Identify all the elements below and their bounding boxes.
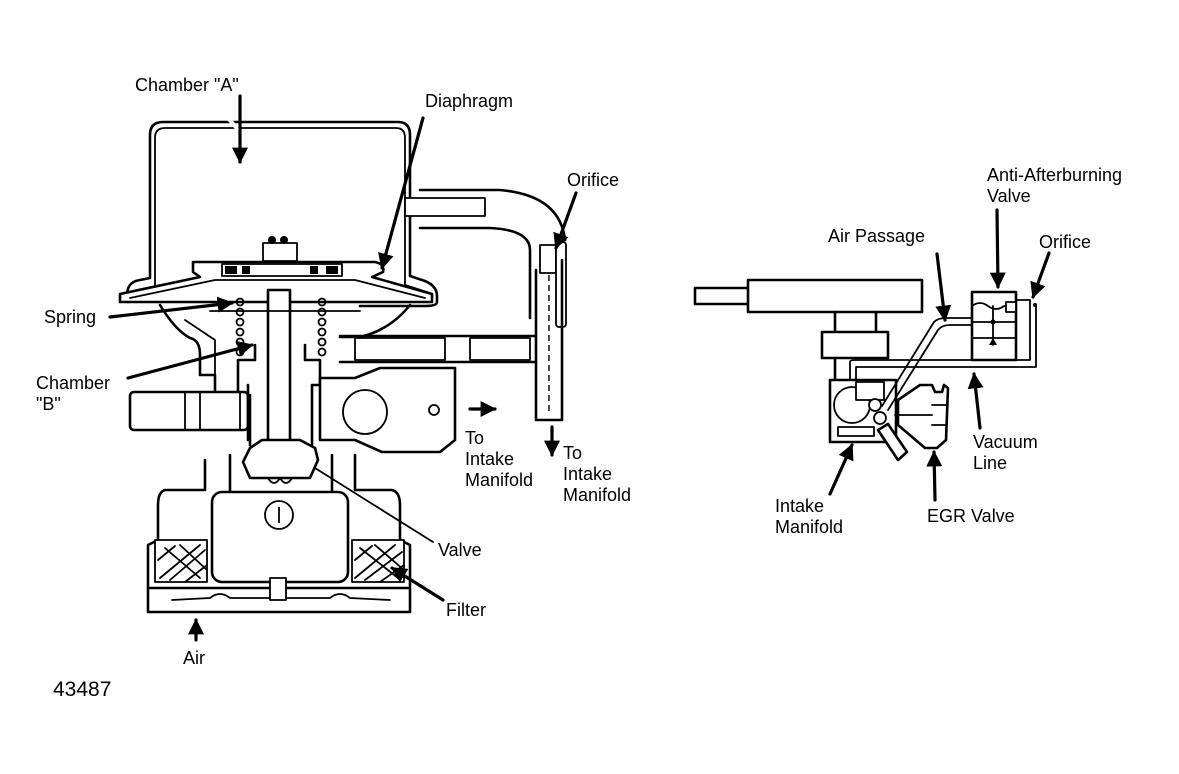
chamber-a-housing (125, 120, 439, 308)
valve-leader (314, 467, 434, 543)
label-valve: Valve (438, 540, 482, 560)
air-passage-arrow (935, 252, 952, 322)
vacuum-line (849, 299, 1031, 381)
valve-poppet (241, 438, 320, 484)
filter-arrow (390, 566, 445, 602)
air-cleaner (746, 278, 924, 314)
label-spring: Spring (44, 307, 97, 327)
left-fitting (128, 390, 250, 432)
diaphragm-arrow (378, 116, 425, 270)
intake-manifold-block (828, 378, 909, 462)
label-orifice-right: Orifice (1039, 232, 1092, 252)
label-to-intake-manifold-2: To Intake Manifold (563, 443, 632, 505)
intake-manifold-arrow (828, 443, 854, 496)
right-leaders (828, 208, 1051, 502)
top-nut (262, 242, 298, 262)
orifice-arrow (553, 191, 578, 250)
label-chamber-b: Chamber "B" (36, 373, 111, 414)
label-chamber-a: Chamber "A" (135, 75, 239, 95)
label-air: Air (183, 648, 205, 668)
left-leaders (108, 94, 578, 642)
label-orifice-left: Orifice (567, 170, 620, 190)
valve-stem (266, 288, 292, 447)
label-diaphragm: Diaphragm (425, 91, 514, 111)
chamber-b-housing (158, 303, 217, 397)
egr-valve (894, 383, 950, 450)
valve-cross-section (118, 116, 567, 614)
label-filter: Filter (446, 600, 486, 620)
outlet-body (318, 366, 457, 454)
filter-housing (146, 453, 412, 614)
vacuum-line-arrow (967, 372, 984, 430)
label-to-intake-manifold-1: To Intake Manifold (465, 428, 534, 490)
anti-afterburning-valve-box (970, 290, 1018, 362)
label-intake-manifold: Intake Manifold (775, 496, 844, 537)
diaphragm (118, 260, 434, 304)
label-air-passage: Air Passage (828, 226, 926, 246)
chamber-b-arrow (126, 340, 254, 380)
air-passage-tube (887, 324, 973, 411)
vacuum-tube (338, 188, 567, 422)
spring-arrow (108, 296, 234, 319)
system-layout (693, 278, 1037, 462)
throttle-body (820, 330, 890, 360)
egr-valve-arrow (926, 450, 943, 502)
label-vacuum-line: Vacuum Line (973, 432, 1038, 473)
label-anti-afterburning-valve: Anti-Afterburning Valve (987, 165, 1123, 206)
label-egr-valve: EGR Valve (927, 506, 1015, 526)
anti-afterburning-valve-arrow (989, 208, 1006, 289)
orifice-arrow-right (1030, 251, 1051, 299)
figure-id: 43487 (53, 678, 112, 701)
air-inlet-pipe (693, 286, 752, 306)
